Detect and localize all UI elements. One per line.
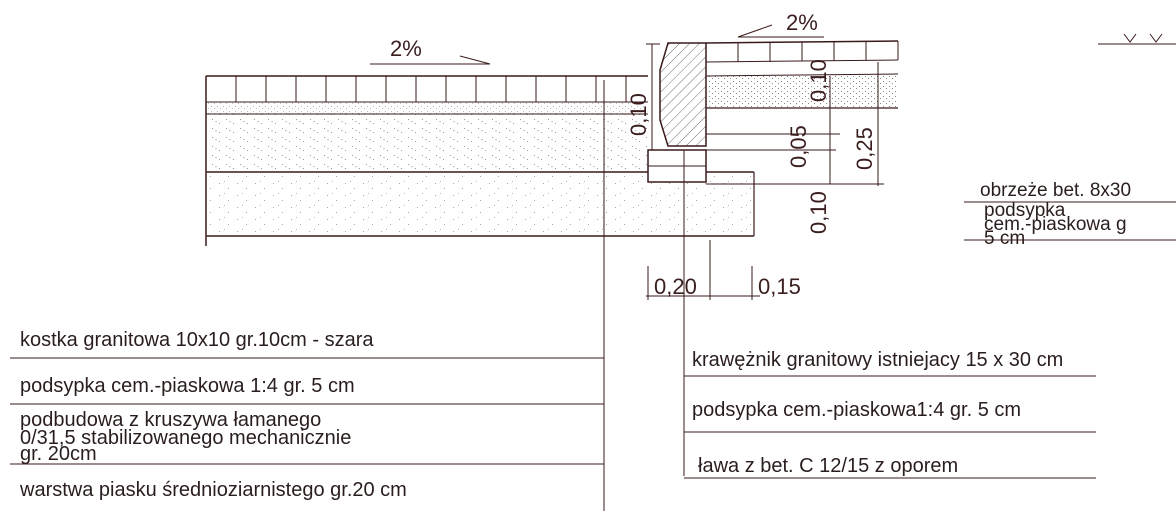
grass-symbol-icon xyxy=(1098,33,1176,45)
left-pavement-layers xyxy=(205,75,755,246)
legend-right-1: podsypka xyxy=(984,200,1066,221)
paving-stone-joints xyxy=(235,76,627,102)
legend-left-5: warstwa piasku średnioziarnistego gr.20 … xyxy=(19,479,407,501)
legend-right-0: obrzeże bet. 8x30 xyxy=(980,180,1131,201)
dimension-labels: 0,10 0,10 0,05 0,25 0,10 0,20 0,15 xyxy=(626,59,877,299)
legend-left-4: gr. 20cm xyxy=(20,443,97,465)
granite-curb xyxy=(659,42,707,147)
legend-curb-0: krawężnik granitowy istniejacy 15 x 30 c… xyxy=(692,349,1063,371)
dim-curb-width: 0,15 xyxy=(758,274,801,299)
concrete-bench xyxy=(647,149,707,183)
legend-right-2: cem.-piaskowa g xyxy=(984,214,1127,235)
dimension-lines xyxy=(646,43,884,300)
right-legend: obrzeże bet. 8x30 podsypka cem.-piaskowa… xyxy=(964,180,1176,249)
slope-marker-left: 2% xyxy=(370,36,491,65)
dim-right-top-layer: 0,10 xyxy=(806,59,831,102)
slope-marker-right: 2% xyxy=(737,10,824,38)
legend-left-1: podsypka cem.-piaskowa 1:4 gr. 5 cm xyxy=(20,375,355,397)
legend-curb-2: ława z bet. C 12/15 z oporem xyxy=(698,455,958,477)
right-pavement-layers xyxy=(705,40,899,109)
legend-curb-1: podsypka cem.-piaskowa1:4 gr. 5 cm xyxy=(692,399,1021,421)
dim-curb-total: 0,25 xyxy=(852,127,877,170)
legend-left-0: kostka granitowa 10x10 gr.10cm - szara xyxy=(20,329,374,351)
left-legend: kostka granitowa 10x10 gr.10cm - szara p… xyxy=(10,329,604,501)
slope-label-right: 2% xyxy=(786,10,818,35)
legend-left-2: podbudowa z kruszywa łamanego xyxy=(20,409,321,431)
dim-curb-height: 0,10 xyxy=(626,93,651,136)
dim-bench-width: 0,20 xyxy=(654,274,697,299)
curb-legend: krawężnik granitowy istniejacy 15 x 30 c… xyxy=(684,349,1096,479)
legend-right-3: 5 cm xyxy=(984,228,1025,249)
dim-bench: 0,10 xyxy=(806,191,831,234)
legend-left-3: 0/31,5 stabilizowanego mechanicznie xyxy=(20,427,351,449)
slope-label-left: 2% xyxy=(390,36,422,61)
dim-cushion: 0,05 xyxy=(786,125,811,168)
